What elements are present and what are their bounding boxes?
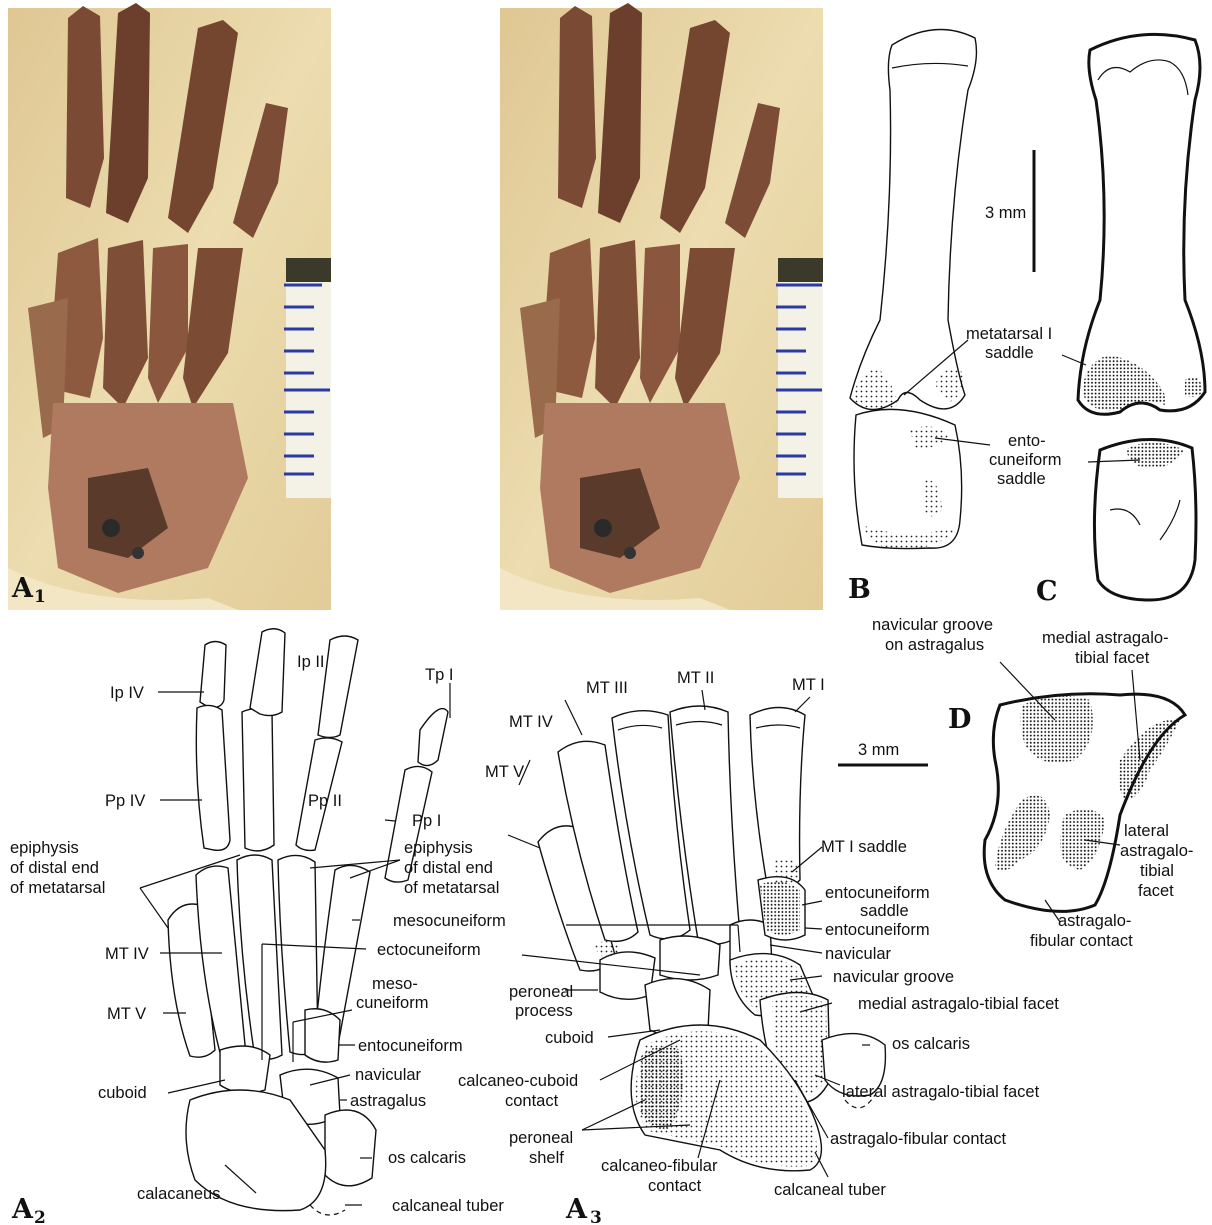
label-a2-entocuneiform: entocuneiform xyxy=(358,1037,463,1055)
panel-b-drawing: metatarsal I saddle ento- cuneiform sadd… xyxy=(848,29,1066,605)
scale-label-bc: 3 mm xyxy=(985,204,1026,222)
label-a2-ip-ii: Ip II xyxy=(297,653,325,671)
label-b-metatarsal-saddle: metatarsal I saddle xyxy=(966,325,1057,362)
label-b-entocuneiform-saddle: ento- cuneiform saddle xyxy=(989,432,1066,488)
label-a2-os-calcaris: os calcaris xyxy=(388,1149,466,1167)
label-a3-medial-facet: medial astragalo-tibial facet xyxy=(858,995,1059,1013)
panel-label-a1: A xyxy=(11,573,34,604)
label-a3-navicular-groove: navicular groove xyxy=(833,968,954,986)
panel-label-c: C xyxy=(1036,576,1058,607)
label-d-lateral-facet: lateral astragalo- tibial facet xyxy=(1120,822,1198,900)
scale-label-a3: 3 mm xyxy=(858,741,899,759)
label-a2-cuboid: cuboid xyxy=(98,1084,147,1102)
panel-a2-drawing: Ip IV Ip II Tp I Pp IV Pp II Pp I epiphy… xyxy=(10,629,506,1225)
panel-sublabel-a1: 1 xyxy=(34,587,46,607)
scale-bar-bc: 3 mm xyxy=(985,150,1034,272)
panel-label-b: B xyxy=(848,574,871,605)
label-a2-pp-ii: Pp II xyxy=(308,792,342,810)
label-a3-entocuneiform: entocuneiform xyxy=(825,921,930,939)
label-a3-fibular-contact: astragalo-fibular contact xyxy=(830,1130,1007,1148)
fossil-photo-a1: A 1 xyxy=(8,3,331,610)
panel-c-drawing: C xyxy=(1036,34,1205,607)
label-a2-mt-iv: MT IV xyxy=(105,945,149,963)
label-a3-mt-iii: MT III xyxy=(586,679,628,697)
label-a3-lateral-facet: lateral astragalo-tibial facet xyxy=(842,1083,1040,1101)
label-a2-calcaneal-tuber: calcaneal tuber xyxy=(392,1197,504,1215)
label-a2-calacaneus: calacaneus xyxy=(137,1185,220,1203)
label-a3-navicular: navicular xyxy=(825,945,892,963)
panel-label-a2: A xyxy=(11,1194,34,1225)
metatarsal-i-bone xyxy=(850,29,976,409)
panel-label-d: D xyxy=(948,704,971,735)
label-a3-mt-i: MT I xyxy=(792,676,825,694)
label-a2-epiphysis-left: epiphysis of distal end of metatarsal xyxy=(10,839,105,897)
fossil-photo-stereo xyxy=(500,3,823,610)
label-d-medial-facet: medial astragalo- tibial facet xyxy=(1042,629,1173,667)
label-a3-cuboid: cuboid xyxy=(545,1029,594,1047)
label-a3-mt-ii: MT II xyxy=(677,669,714,687)
label-a3-calcaneo-cuboid: calcaneo-cuboid contact xyxy=(458,1072,583,1110)
label-a2-astragalus: astragalus xyxy=(350,1092,426,1110)
panel-a3-drawing: MT III MT II MT I MT IV MT V MT I saddle… xyxy=(458,669,1059,1225)
label-a3-mt-iv: MT IV xyxy=(509,713,553,731)
label-a3-calcaneal-tuber: calcaneal tuber xyxy=(774,1181,886,1199)
label-a2-ectocuneiform: ectocuneiform xyxy=(377,941,481,959)
label-a2-pp-i: Pp I xyxy=(412,812,441,830)
label-a2-mt-v: MT V xyxy=(107,1005,146,1023)
label-a2-tp-i: Tp I xyxy=(425,666,453,684)
label-a3-calcaneo-fibular: calcaneo-fibular contact xyxy=(601,1157,722,1195)
entocuneiform-bone xyxy=(854,409,962,548)
label-a3-entocuneiform-saddle: entocuneiform saddle xyxy=(825,884,934,920)
label-a3-peroneal-shelf: peroneal shelf xyxy=(509,1129,578,1167)
label-d-fibular-contact: astragalo- fibular contact xyxy=(1030,912,1136,950)
label-a3-mt-i-saddle: MT I saddle xyxy=(821,838,907,856)
label-a3-os-calcaris: os calcaris xyxy=(892,1035,970,1053)
label-a2-epiphysis-right: epiphysis of distal end of metatarsal xyxy=(404,839,499,897)
label-a3-mt-v: MT V xyxy=(485,763,524,781)
label-a2-mesocuneiform: mesocuneiform xyxy=(393,912,506,930)
panel-label-a3: A xyxy=(565,1194,588,1225)
panel-sublabel-a2: 2 xyxy=(34,1208,46,1225)
label-d-navicular-groove: navicular groove on astragalus xyxy=(872,616,998,654)
metatarsal-i-bone-c xyxy=(1078,34,1205,414)
label-a3-peroneal-process: peroneal process xyxy=(509,983,578,1020)
panel-sublabel-a3: 3 xyxy=(590,1208,602,1225)
label-a2-ip-iv: Ip IV xyxy=(110,684,144,702)
label-a2-meso-cuneiform: meso- cuneiform xyxy=(356,975,428,1012)
scale-bar-a3: 3 mm xyxy=(838,741,928,765)
label-a2-pp-iv: Pp IV xyxy=(105,792,145,810)
label-a2-navicular: navicular xyxy=(355,1066,422,1084)
